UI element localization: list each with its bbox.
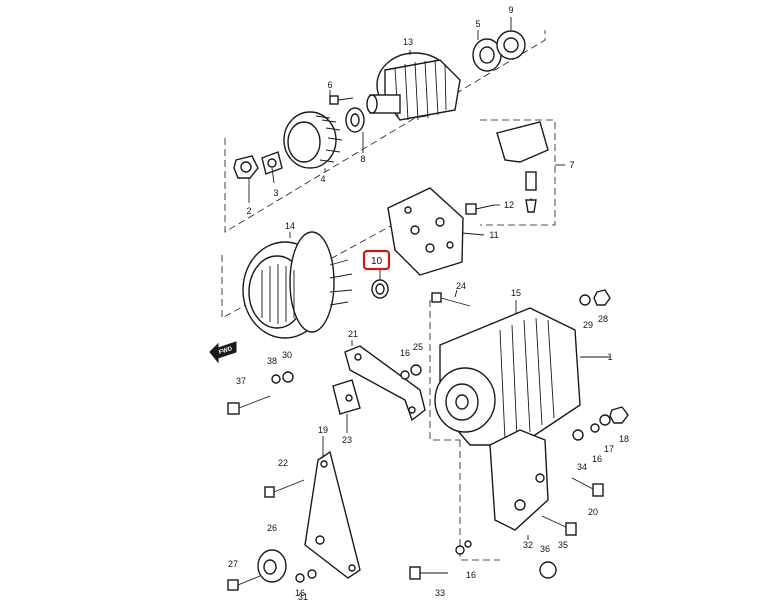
dashed-boundaries xyxy=(221,30,556,561)
spacer-8-part[interactable] xyxy=(345,107,365,133)
callout-14: 14 xyxy=(285,221,295,231)
callout-4: 4 xyxy=(320,174,325,184)
nut-2-part[interactable] xyxy=(233,155,259,179)
screw-12-part[interactable] xyxy=(465,203,495,215)
washer-3-part[interactable] xyxy=(261,151,283,175)
callout-21: 21 xyxy=(348,329,358,339)
washer-16-part[interactable] xyxy=(400,370,410,380)
callout-28: 28 xyxy=(598,314,608,324)
bolt-20-part[interactable] xyxy=(571,477,604,497)
callout-25: 25 xyxy=(413,342,423,352)
direction-label: FWD xyxy=(218,346,233,356)
block-23-part[interactable] xyxy=(332,379,361,415)
callout-11: 11 xyxy=(489,230,498,240)
callout-19: 19 xyxy=(318,425,328,435)
callout-29: 29 xyxy=(583,320,593,330)
strap-19-part[interactable] xyxy=(304,450,361,579)
front-arrow-icon: FWD xyxy=(209,341,237,364)
leader-lines xyxy=(248,17,610,540)
callout-22: 22 xyxy=(278,458,288,468)
nut-28-part[interactable] xyxy=(593,289,611,306)
callout-35: 35 xyxy=(558,540,568,550)
bolt-6-part[interactable] xyxy=(329,95,354,105)
callout-31: 31 xyxy=(298,592,308,600)
callout-15: 15 xyxy=(511,288,521,298)
washer-30-part[interactable] xyxy=(282,371,294,383)
nut-25-part[interactable] xyxy=(410,364,422,376)
washer-17-part[interactable] xyxy=(599,414,611,426)
callout-7: 7 xyxy=(569,160,574,170)
callout-16-c: 16 xyxy=(295,588,305,598)
callout-36: 36 xyxy=(540,544,550,554)
washer-16c-part[interactable] xyxy=(295,573,305,583)
callout-6: 6 xyxy=(327,80,332,90)
highlighted-part-callout[interactable]: 10 xyxy=(362,249,391,271)
callout-8: 8 xyxy=(360,154,365,164)
bolt-35-part[interactable] xyxy=(541,515,577,536)
nut-18-part[interactable] xyxy=(609,406,629,424)
highlight-label: 10 xyxy=(371,256,383,267)
callout-12: 12 xyxy=(504,200,514,210)
callout-labels: 1 2 3 4 5 6 7 8 9 11 12 13 14 15 16 16 1… xyxy=(228,5,629,600)
callout-20: 20 xyxy=(588,507,598,517)
callout-37: 37 xyxy=(236,376,246,386)
callout-5: 5 xyxy=(475,19,480,29)
callout-2: 2 xyxy=(246,206,251,216)
callout-27: 27 xyxy=(228,559,238,569)
brush-holder-part[interactable] xyxy=(496,121,549,213)
bearing-cap-part[interactable] xyxy=(496,30,526,60)
bushing-10-part[interactable] xyxy=(371,279,389,299)
callout-16-a: 16 xyxy=(400,348,410,358)
callout-3: 3 xyxy=(273,188,278,198)
pulley-4-part[interactable] xyxy=(283,111,343,169)
bolt-31-part[interactable] xyxy=(307,569,317,579)
rotor-part[interactable] xyxy=(366,52,461,121)
callout-30: 30 xyxy=(282,350,292,360)
callout-33: 33 xyxy=(435,588,445,598)
nut-38-part[interactable] xyxy=(271,374,281,384)
callout-17: 17 xyxy=(604,444,614,454)
stator-part[interactable] xyxy=(242,231,353,339)
nut-34-part[interactable] xyxy=(572,429,584,441)
bolt-27-part[interactable] xyxy=(227,575,261,591)
cap-36-part[interactable] xyxy=(539,561,557,579)
callout-1: 1 xyxy=(607,352,612,362)
callout-9: 9 xyxy=(508,5,513,15)
washer-16b-part[interactable] xyxy=(590,423,600,433)
callout-34: 34 xyxy=(577,462,587,472)
callout-32: 32 xyxy=(523,540,533,550)
washer-16d-part[interactable] xyxy=(455,545,465,555)
alternator-body-part[interactable] xyxy=(434,307,581,531)
callout-16-d: 16 xyxy=(466,570,476,580)
washer-small-part xyxy=(464,540,472,548)
tensioner-26-part[interactable] xyxy=(257,549,287,583)
bracket-21-part[interactable] xyxy=(344,345,426,422)
bolt-24-part[interactable] xyxy=(431,292,471,307)
callout-26: 26 xyxy=(267,523,277,533)
bolt-33-part[interactable] xyxy=(409,566,448,580)
callout-24: 24 xyxy=(456,281,466,291)
callout-16-b: 16 xyxy=(592,454,602,464)
nut-29-part[interactable] xyxy=(579,294,591,306)
bolt-37-part[interactable] xyxy=(227,395,271,415)
callout-38: 38 xyxy=(267,356,277,366)
callout-13: 13 xyxy=(403,37,413,47)
bolt-22-part[interactable] xyxy=(264,479,305,498)
bearing-part[interactable] xyxy=(472,38,502,72)
callout-18: 18 xyxy=(619,434,629,444)
callout-23: 23 xyxy=(342,435,352,445)
rectifier-part[interactable] xyxy=(387,187,464,276)
